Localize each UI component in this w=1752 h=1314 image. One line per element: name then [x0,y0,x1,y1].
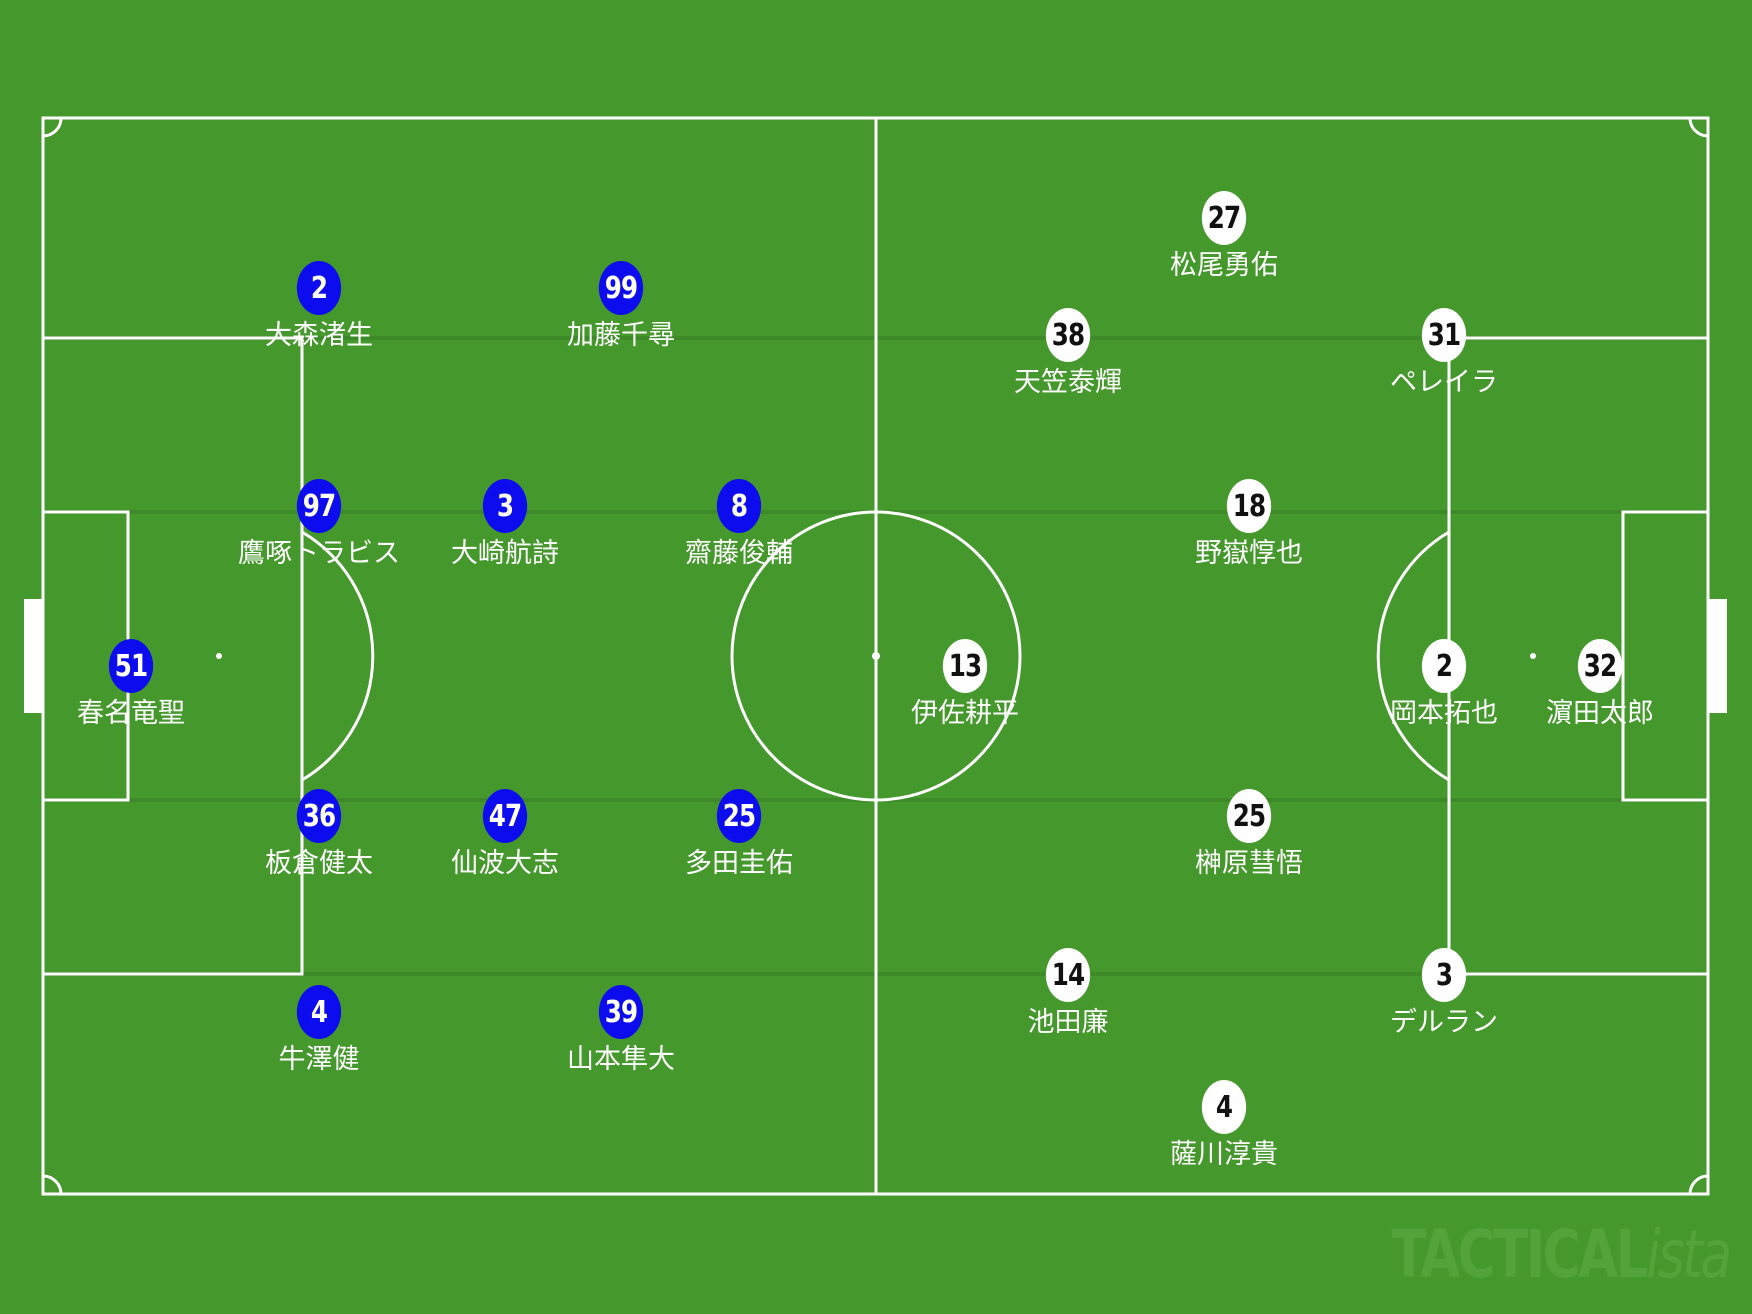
player-number-badge: 3 [482,479,528,533]
player-number-badge: 8 [716,479,762,533]
player-name: デルラン [1390,1007,1498,1038]
tacticalista-watermark: TACTICALista [1391,1216,1733,1293]
player-name: 仙波大志 [451,848,559,879]
center-spot [872,652,880,660]
pitch-spots [24,599,1727,713]
player-name: 松尾勇佑 [1170,250,1278,281]
left-penalty-spot [216,653,222,659]
watermark-main: TACTICAL [1391,1216,1649,1293]
player-name: 榊原彗悟 [1195,848,1303,879]
home-player[interactable]: 99 加藤千尋 [511,261,731,353]
player-number-badge: 32 [1577,639,1623,693]
away-player[interactable]: 14 池田廉 [958,948,1178,1040]
home-player[interactable]: 2 大森渚生 [209,261,429,353]
right-goal [1708,599,1727,713]
home-player[interactable]: 47 仙波大志 [395,789,615,881]
player-name: 板倉健太 [265,848,373,879]
player-name: 鷹啄トラビス [238,538,400,569]
player-name: 野嶽惇也 [1195,538,1303,569]
away-player[interactable]: 3 デルラン [1334,948,1554,1040]
home-player[interactable]: 4 牛澤健 [209,985,429,1077]
home-player[interactable]: 8 齋藤俊輔 [629,479,849,571]
away-player[interactable]: 4 薩川淳貴 [1114,1080,1334,1172]
left-goal [24,599,43,713]
player-number-badge: 4 [296,985,342,1039]
away-player[interactable]: 32 濵田太郎 [1490,639,1710,731]
player-name: 齋藤俊輔 [685,538,793,569]
player-number-badge: 2 [296,261,342,315]
player-number-badge: 2 [1421,639,1467,693]
player-number-badge: 38 [1045,308,1091,362]
player-name: 濵田太郎 [1546,698,1654,729]
corner-arc [1688,117,1709,138]
away-player[interactable]: 25 榊原彗悟 [1139,789,1359,881]
player-name: 春名竜聖 [77,698,185,729]
right-penalty-arc [1376,530,1450,782]
player-number-badge: 4 [1201,1080,1247,1134]
player-number-badge: 97 [296,479,342,533]
player-name: 大崎航詩 [451,538,559,569]
player-name: 岡本拓也 [1390,698,1498,729]
player-number-badge: 3 [1421,948,1467,1002]
player-number-badge: 31 [1421,308,1467,362]
player-name: 牛澤健 [278,1044,360,1075]
home-player[interactable]: 51 春名竜聖 [21,639,241,731]
away-player[interactable]: 31 ペレイラ [1334,308,1554,400]
player-name: ペレイラ [1390,367,1498,398]
player-name: 山本隼大 [567,1044,675,1075]
away-player[interactable]: 18 野嶽惇也 [1139,479,1359,571]
player-number-badge: 25 [716,789,762,843]
player-number-badge: 13 [942,639,988,693]
player-name: 大森渚生 [265,320,373,351]
corner-arc [1688,1174,1709,1195]
player-number-badge: 36 [296,789,342,843]
center-circle [730,510,1022,802]
right-penalty-spot [1530,653,1536,659]
left-penalty-arc [301,530,375,782]
away-player[interactable]: 13 伊佐耕平 [855,639,1075,731]
player-name: 薩川淳貴 [1170,1139,1278,1170]
player-name: 天笠泰輝 [1014,367,1122,398]
player-number-badge: 99 [598,261,644,315]
player-number-badge: 51 [108,639,154,693]
player-name: 池田廉 [1027,1007,1109,1038]
home-player[interactable]: 39 山本隼大 [511,985,731,1077]
away-player[interactable]: 2 岡本拓也 [1334,639,1554,731]
player-number-badge: 25 [1226,789,1272,843]
away-player[interactable]: 27 松尾勇佑 [1114,191,1334,283]
home-player[interactable]: 36 板倉健太 [209,789,429,881]
player-name: 加藤千尋 [567,320,675,351]
away-player[interactable]: 38 天笠泰輝 [958,308,1178,400]
player-number-badge: 39 [598,985,644,1039]
player-number-badge: 18 [1226,479,1272,533]
player-number-badge: 47 [482,789,528,843]
corner-arc [42,117,63,138]
home-player[interactable]: 3 大崎航詩 [395,479,615,571]
home-player[interactable]: 97 鷹啄トラビス [209,479,429,571]
player-number-badge: 27 [1201,191,1247,245]
player-number-badge: 14 [1045,948,1091,1002]
watermark-italic: ista [1646,1216,1733,1293]
player-name: 多田圭佑 [685,848,793,879]
corner-arc [42,1174,63,1195]
home-player[interactable]: 25 多田圭佑 [629,789,849,881]
player-name: 伊佐耕平 [911,698,1019,729]
